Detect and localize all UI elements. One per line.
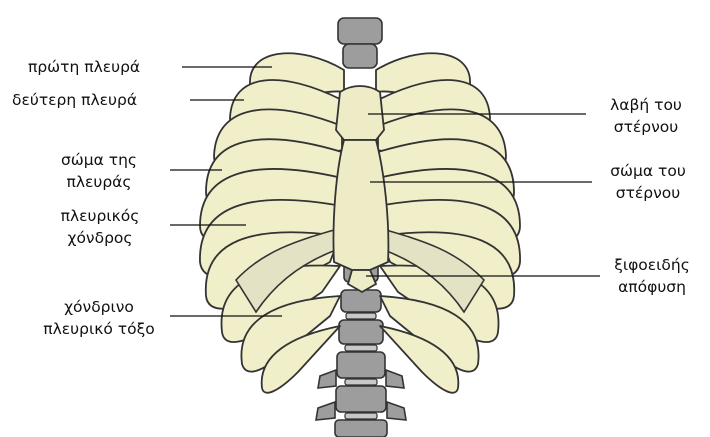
- sternum: [333, 86, 388, 292]
- label-manubrium-line1: λαβή του: [586, 94, 706, 116]
- label-manubrium: λαβή του στέρνου: [586, 94, 706, 138]
- label-sternum-body-line2: στέρνου: [590, 182, 706, 204]
- label-sternum-body: σώμα του στέρνου: [590, 160, 706, 204]
- label-sternum-body-line1: σώμα του: [590, 160, 706, 182]
- label-costal-cartilage-line2: χόνδρος: [30, 227, 170, 249]
- label-xiphoid-line2: απόφυση: [596, 276, 708, 298]
- label-costal-cartilage-line1: πλευρικός: [30, 205, 170, 227]
- label-manubrium-line2: στέρνου: [586, 116, 706, 138]
- left-ribs: [200, 53, 344, 392]
- label-rib-body-line1: σώμα της: [34, 149, 164, 171]
- label-first-rib: πρώτη πλευρά: [28, 56, 140, 78]
- label-xiphoid: ξιφοειδής απόφυση: [596, 254, 708, 298]
- label-second-rib: δεύτερη πλευρά: [12, 89, 137, 111]
- label-costal-arch-line1: χόνδρινο: [24, 296, 174, 318]
- label-costal-cartilage: πλευρικός χόνδρος: [30, 205, 170, 249]
- label-xiphoid-line1: ξιφοειδής: [596, 254, 708, 276]
- label-costal-arch-line2: πλευρικό τόξο: [24, 318, 174, 340]
- label-rib-body: σώμα της πλευράς: [34, 149, 164, 193]
- right-ribs: [376, 53, 520, 392]
- label-costal-arch: χόνδρινο πλευρικό τόξο: [24, 296, 174, 340]
- label-rib-body-line2: πλευράς: [34, 171, 164, 193]
